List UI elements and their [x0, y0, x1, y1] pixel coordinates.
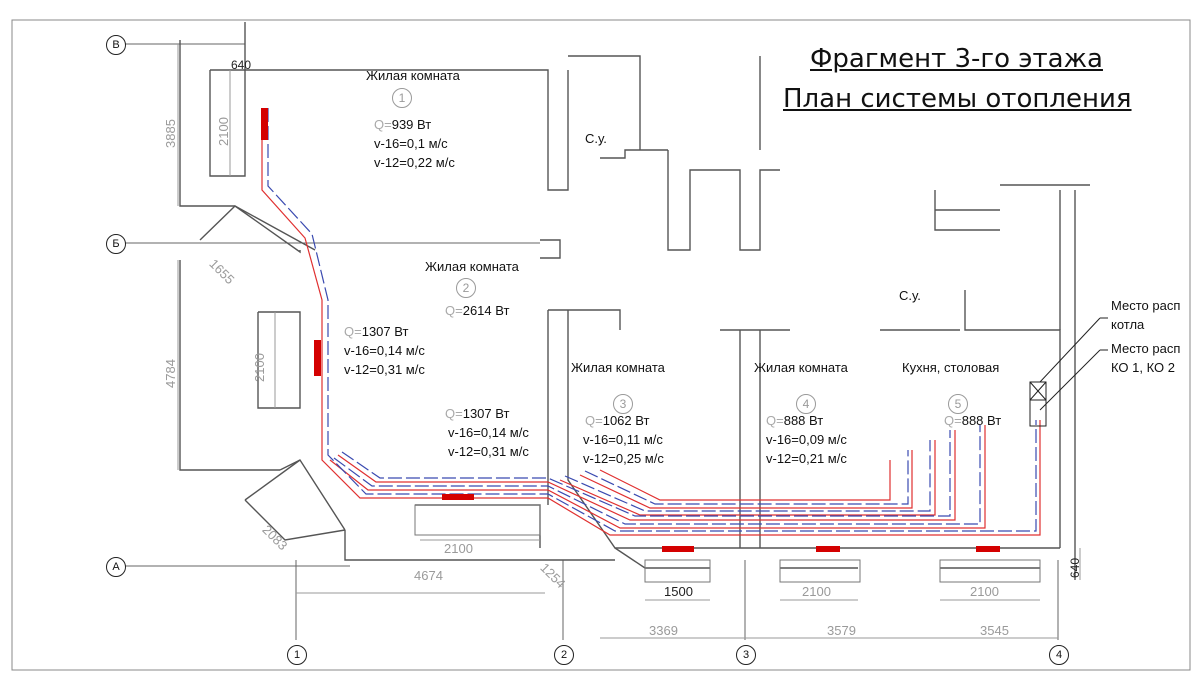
- axis-col-4: 4: [1049, 645, 1069, 665]
- room-1-v12: v-12=0,22 м/с: [374, 155, 455, 170]
- axis-col-3: 3: [736, 645, 756, 665]
- riser-v16: v-16=0,14 м/с: [344, 343, 425, 358]
- room-4-name: Жилая комната: [754, 360, 848, 375]
- dim-2100-a: 2100: [216, 117, 231, 146]
- axis-row-b: Б: [106, 234, 126, 254]
- radiator-5: [816, 546, 840, 552]
- boiler-callout-line2: котла: [1111, 317, 1145, 332]
- dim-3369: 3369: [649, 623, 678, 638]
- dim-4674: 4674: [414, 568, 443, 583]
- dim-1500: 1500: [664, 584, 693, 599]
- room-3-v12: v-12=0,25 м/с: [583, 451, 664, 466]
- room-1-v16: v-16=0,1 м/с: [374, 136, 448, 151]
- radiator-2: [314, 340, 321, 376]
- bathroom-label-2: С.у.: [899, 288, 921, 303]
- radiator-1: [261, 108, 268, 140]
- axis-row-a: А: [106, 557, 126, 577]
- plan-title-line2: План системы отопления: [783, 84, 1132, 114]
- dimension-lines: [177, 44, 1081, 639]
- ko-callout-line1: Место расп: [1111, 341, 1181, 356]
- room-2-number: 2: [456, 278, 476, 298]
- dim-2100-b: 2100: [252, 353, 267, 382]
- branch-v16: v-16=0,14 м/с: [448, 425, 529, 440]
- riser-heat-load: Q=1307 Вт: [344, 324, 409, 339]
- axis-lines: [124, 43, 1059, 640]
- room-4-v16: v-16=0,09 м/с: [766, 432, 847, 447]
- room-1-heat-load: Q=939 Вт: [374, 117, 432, 132]
- room-2-name: Жилая комната: [425, 259, 519, 274]
- riser-v12: v-12=0,31 м/с: [344, 362, 425, 377]
- room-3-number: 3: [613, 394, 633, 414]
- room-4-heat-load: Q=888 Вт: [766, 413, 824, 428]
- axis-col-1: 1: [287, 645, 307, 665]
- room-3-name: Жилая комната: [571, 360, 665, 375]
- dim-3579: 3579: [827, 623, 856, 638]
- room-5-number: 5: [948, 394, 968, 414]
- plan-title-line1: Фрагмент 3-го этажа: [810, 44, 1103, 74]
- return-pipes: [267, 108, 1037, 532]
- room-4-v12: v-12=0,21 м/с: [766, 451, 847, 466]
- dim-3545: 3545: [980, 623, 1009, 638]
- bathroom-label-1: С.у.: [585, 131, 607, 146]
- room-4-number: 4: [796, 394, 816, 414]
- dim-2100-c: 2100: [444, 541, 473, 556]
- radiator-4: [662, 546, 694, 552]
- room-3-heat-load: Q=1062 Вт: [585, 413, 650, 428]
- window-bays: [414, 504, 1041, 583]
- axis-row-v: В: [106, 35, 126, 55]
- dim-4784: 4784: [163, 359, 178, 388]
- radiator-6: [976, 546, 1000, 552]
- room-5-name: Кухня, столовая: [902, 360, 1000, 375]
- room-5-heat-load: Q=888 Вт: [944, 413, 1002, 428]
- dim-2100-d: 2100: [802, 584, 831, 599]
- ko-callout-line2: КО 1, КО 2: [1111, 360, 1175, 375]
- radiators: [261, 108, 1000, 552]
- boiler-equipment: [1029, 317, 1108, 427]
- supply-pipes: [261, 108, 1041, 536]
- room-1-name: Жилая комната: [366, 68, 460, 83]
- dim-3885: 3885: [163, 119, 178, 148]
- boiler-callout-line1: Место расп: [1111, 298, 1181, 313]
- dim-640-right: 640: [1068, 557, 1082, 578]
- branch-v12: v-12=0,31 м/с: [448, 444, 529, 459]
- dim-640-top: 640: [231, 58, 252, 72]
- axis-col-2: 2: [554, 645, 574, 665]
- room-1-number: 1: [392, 88, 412, 108]
- dim-2100-e: 2100: [970, 584, 999, 599]
- branch-heat-load: Q=1307 Вт: [445, 406, 510, 421]
- room-3-v16: v-16=0,11 м/с: [583, 432, 663, 447]
- drawing-frame: [11, 19, 1191, 671]
- radiator-3: [442, 494, 474, 500]
- room-2-heat-load: Q=2614 Вт: [445, 303, 510, 318]
